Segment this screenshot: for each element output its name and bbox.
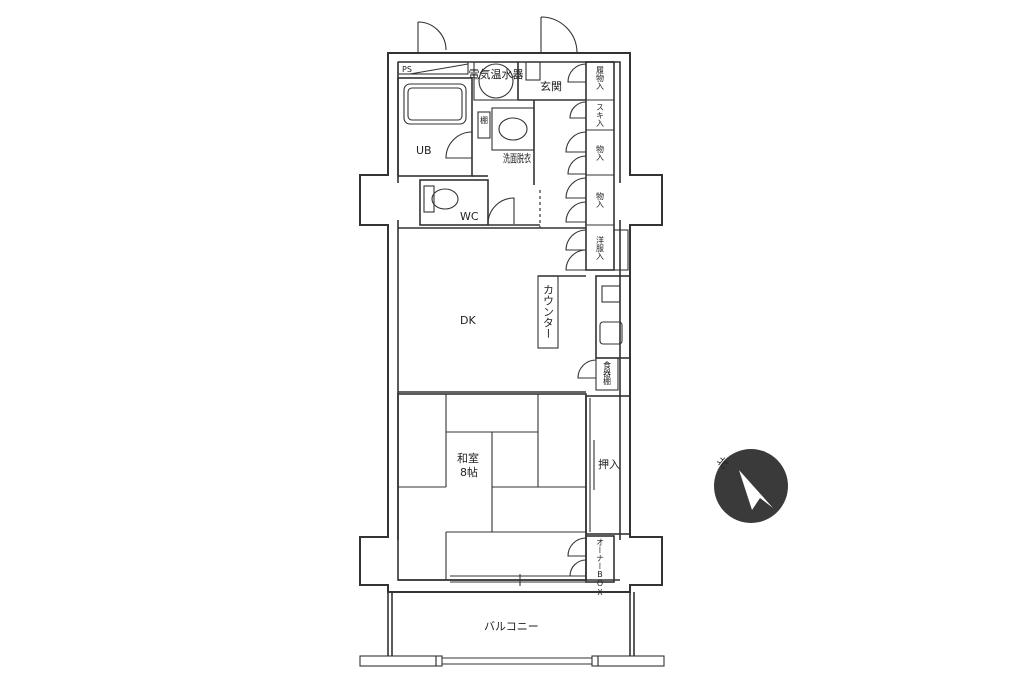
label-water-heater: 電気温水器 [469,67,524,81]
entrance-area [517,61,586,101]
label-shelf: 棚 [480,115,489,125]
label-owner-box: オーナーBOX [596,538,605,597]
label-closet-1: 物入 [596,144,605,161]
label-dk: DK [460,314,476,327]
wc [419,179,540,226]
label-balcony: バルコニー [484,620,539,633]
balcony-window [450,574,586,586]
washroom [472,100,541,228]
label-washitsu-2: 8帖 [460,466,478,479]
label-washroom: 洗面脱衣 [503,151,531,165]
oshiire [585,395,631,535]
top-doors [417,16,578,54]
label-cupboard: 食器棚 [603,360,612,386]
label-ps: PS [402,65,412,74]
label-closet-2: 物入 [596,191,605,208]
label-ub: UB [416,144,432,157]
label-washitsu-1: 和室 [457,451,479,465]
label-wc: WC [460,210,479,223]
closet-column [565,61,629,271]
ps-area [397,61,469,75]
label-closet-suki: スキ入 [596,103,605,127]
north-arrow-icon [739,470,773,510]
label-counter: カウンター [542,284,555,339]
label-wardrobe: 洋服入 [596,235,605,260]
counter [537,275,559,349]
compass: 北 [714,449,788,523]
unit-bath [397,77,473,177]
kitchen [577,275,631,391]
label-entrance: 玄関 [540,79,562,93]
label-shoe-storage: 履物入 [596,66,605,90]
balcony [359,592,665,667]
label-oshiire: 押入 [598,457,620,471]
